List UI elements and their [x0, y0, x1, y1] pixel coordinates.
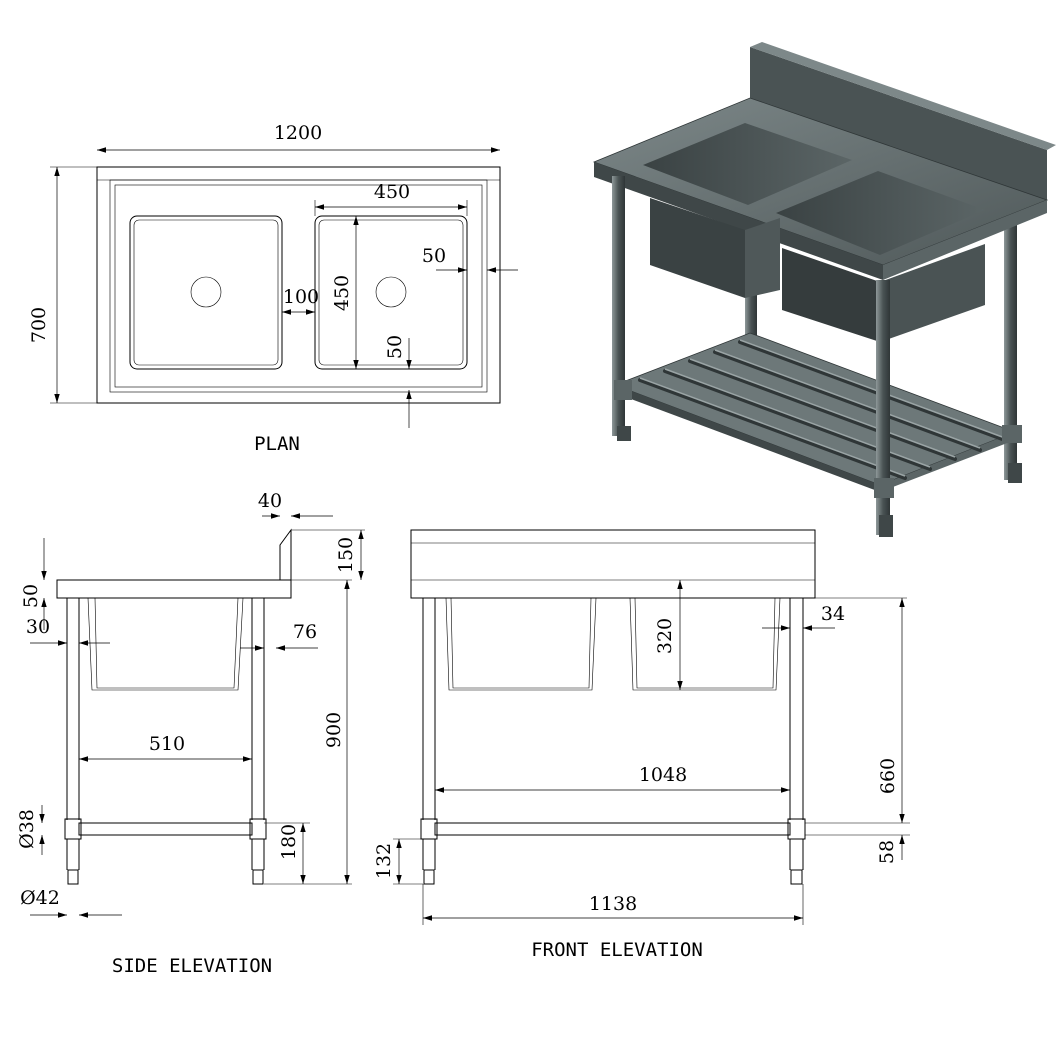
plan-left-drain [190, 276, 222, 308]
side-foot-dia-label: Ø42 [20, 887, 60, 909]
plan-bowl-gap-label: 100 [283, 286, 319, 308]
side-leg-offset-label: 30 [26, 616, 50, 638]
front-shelf-span-label: 1048 [639, 764, 687, 786]
plan-right-drain [375, 276, 407, 308]
plan-bowl-width-label: 450 [374, 181, 410, 203]
plan-edge-front-label: 50 [384, 335, 406, 359]
side-splash-height-label: 150 [335, 537, 357, 573]
front-elevation: 320 34 660 1048 58 132 1138 FRONT ELEVAT… [373, 529, 910, 961]
side-splash-thickness-label: 40 [258, 490, 282, 512]
plan-width-label: 1200 [274, 122, 322, 144]
plan-title: PLAN [254, 433, 300, 455]
front-under-clearance-label: 660 [877, 758, 899, 794]
side-shelf-height-label: 180 [278, 824, 300, 860]
front-bowl-depth-label: 320 [654, 618, 676, 654]
side-tube-dia-label: Ø38 [16, 809, 38, 849]
front-foot-height-label: 132 [373, 843, 395, 879]
plan-bowl-depth-label: 450 [331, 275, 353, 311]
sink-3d-view [592, 42, 1056, 537]
side-height-label: 900 [323, 712, 345, 748]
front-shelf-tube-label: 58 [876, 840, 898, 864]
plan-depth-label: 700 [28, 307, 50, 343]
side-title: SIDE ELEVATION [112, 955, 272, 977]
plan-left-bowl [129, 215, 283, 370]
plan-right-bowl [314, 215, 468, 370]
side-top-thickness-label: 50 [20, 584, 42, 608]
side-leg-span-label: 510 [149, 733, 185, 755]
side-rear-leg-offset-label: 76 [293, 621, 317, 643]
side-elevation: 40 150 50 30 76 510 900 180 Ø38 [16, 490, 365, 977]
plan-view: 1200 700 450 450 50 100 50 PLAN [28, 122, 518, 455]
front-title: FRONT ELEVATION [531, 939, 703, 961]
plan-edge-right-label: 50 [422, 245, 446, 267]
front-leg-span-label: 1138 [589, 893, 637, 915]
front-leg-inset-label: 34 [821, 603, 845, 625]
